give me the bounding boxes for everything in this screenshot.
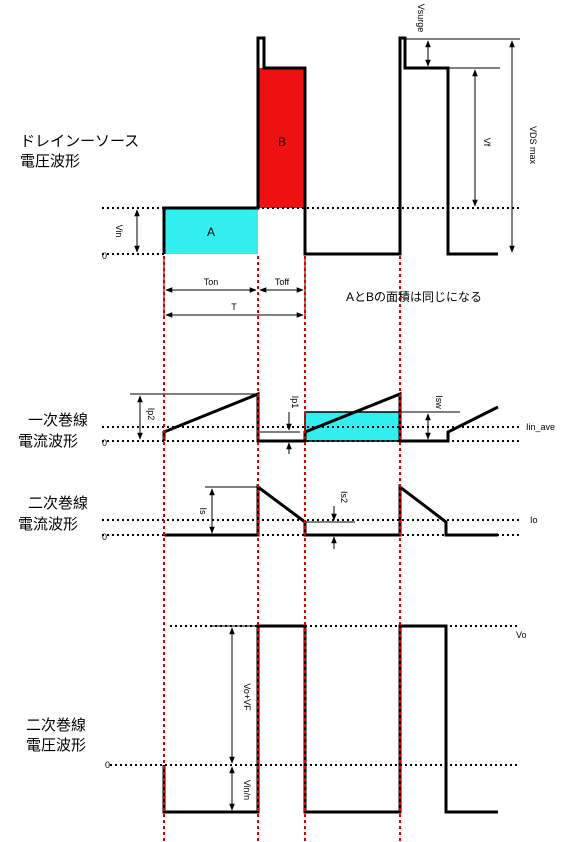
drain-zero-label: 0 (102, 251, 107, 261)
io-label: Io (530, 515, 538, 525)
vf-label: Vf (482, 138, 492, 147)
secondary-current-waveform (164, 483, 498, 537)
secondary-current-zero-label: 0 (102, 532, 107, 542)
drain-voltage-waveform (162, 36, 498, 256)
toff-label: Toff (275, 277, 290, 287)
isw-label: Isw (434, 395, 444, 409)
drain-voltage-label-line1: ドレインーソース (20, 133, 139, 150)
vin-label: Vin (114, 225, 124, 238)
vo-vf-label: Vo+VF (242, 683, 252, 711)
area-equality-note: AとBの面積は同じになる (346, 289, 482, 304)
area-a-fill (164, 208, 258, 254)
area-b-fill (258, 68, 305, 208)
secondary-current-label-line2: 電流波形 (18, 516, 78, 533)
area-a-label: A (207, 225, 215, 239)
secondary-current-label-line1: 二次巻線 (28, 495, 88, 512)
secondary-voltage-zero-label: 0 (105, 760, 110, 770)
ip2-primary-label: Ip2 (146, 408, 156, 421)
is2-label: Is2 (339, 491, 349, 503)
primary-current-label-line1: 一次巻線 (28, 412, 88, 429)
drain-voltage-section (102, 36, 520, 318)
is-label: Is (198, 507, 208, 515)
ip1-label: Ip1 (290, 396, 300, 409)
iin-ave-label: Iin_ave (526, 422, 555, 432)
secondary-voltage-label-line2: 電圧波形 (26, 737, 86, 754)
vo-label: Vo (516, 630, 527, 640)
primary-current-label-line2: 電流波形 (18, 433, 78, 450)
drain-voltage-label-line2: 電圧波形 (20, 153, 80, 170)
area-b-label: B (278, 135, 286, 149)
vds-max-label: VDS max (528, 126, 538, 165)
primary-zero-label: 0 (102, 438, 107, 448)
timing-guides (163, 256, 401, 842)
vsurge-label: Vsurge (416, 4, 426, 33)
secondary-voltage-waveform (162, 624, 498, 814)
period-label: T (231, 302, 237, 312)
secondary-voltage-label-line1: 二次巻線 (26, 717, 86, 734)
vin-n-label: Vin/n (242, 780, 252, 800)
ton-label: Ton (204, 277, 219, 287)
secondary-voltage-section (110, 624, 520, 814)
